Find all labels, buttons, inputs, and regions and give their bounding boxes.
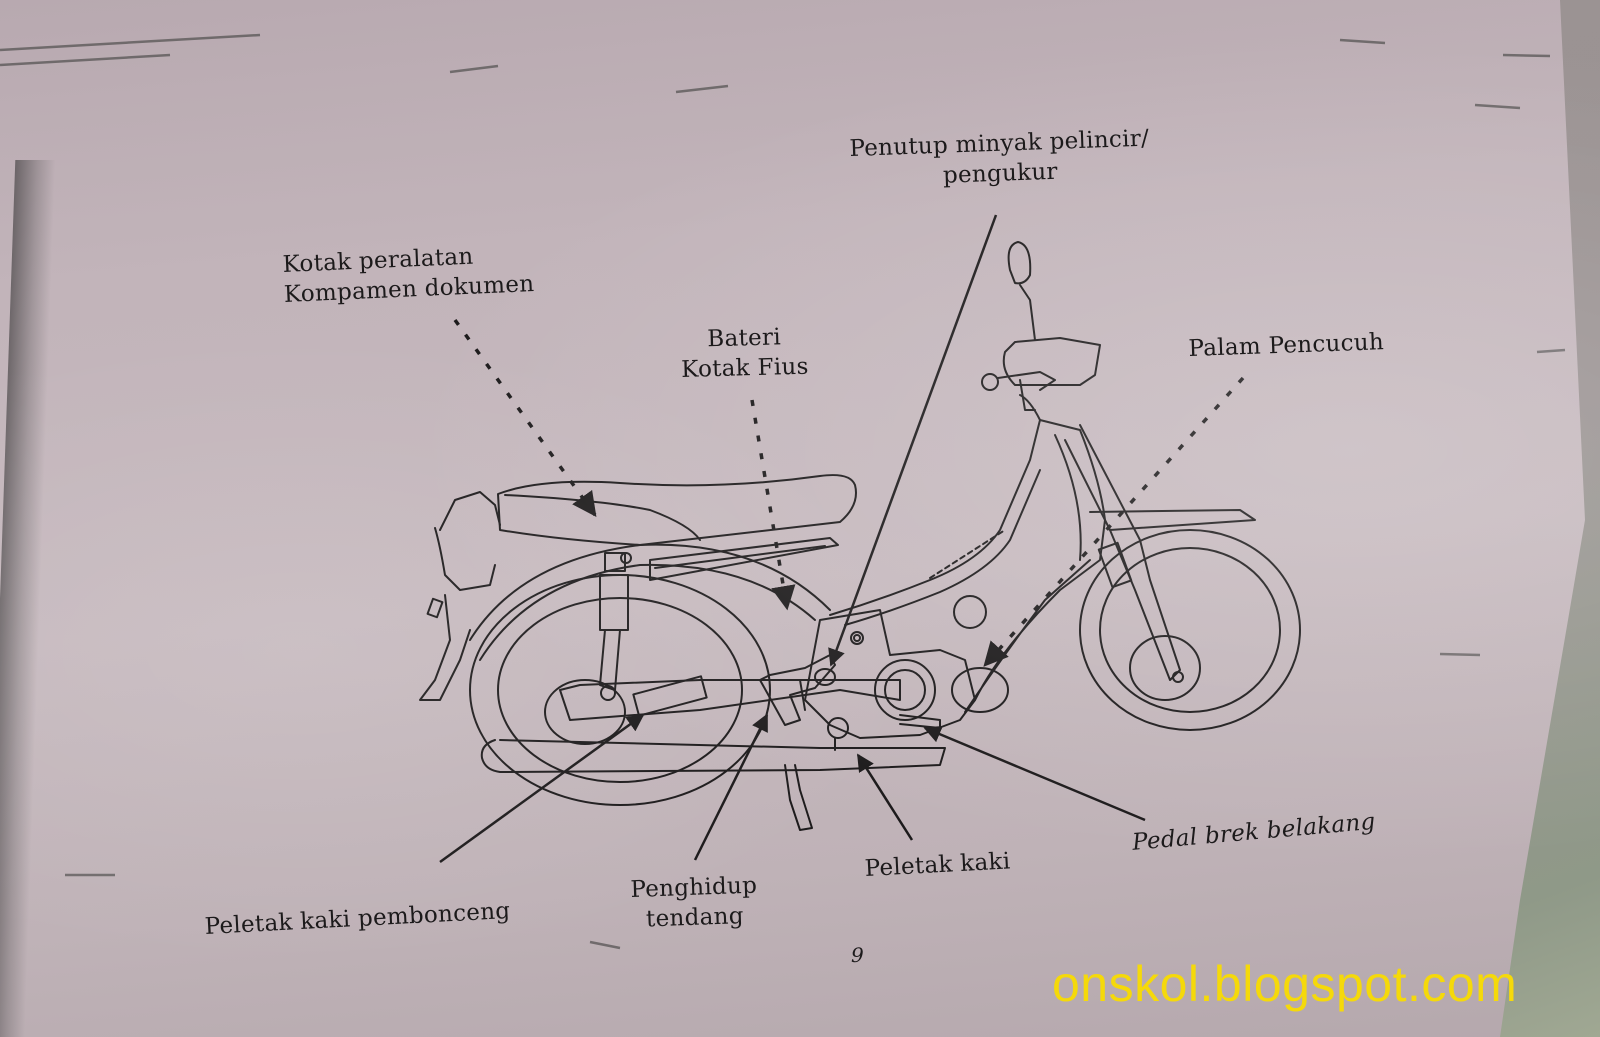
leader-rear-brake (923, 726, 1146, 822)
leader-kick-starter (693, 713, 769, 861)
scan-marks (0, 33, 1566, 950)
frame (829, 394, 1041, 616)
rear-carrier (439, 491, 501, 531)
seat (497, 474, 857, 546)
chain-cover (559, 679, 901, 721)
page-number: 9 (851, 943, 864, 967)
label-tool-box: Kotak peralatan Kompamen dokumen (282, 239, 535, 310)
footrest-bar (899, 714, 941, 729)
watermark-text: onskol.blogspot.com (1052, 956, 1518, 1012)
handlebar (981, 241, 1101, 411)
label-kick-starter-line1: Penghidup (630, 872, 758, 903)
rear-shock (599, 552, 632, 701)
leader-oil-cap (828, 214, 998, 667)
side-stand (784, 764, 813, 831)
label-battery: Bateri Kotak Fius (680, 322, 809, 385)
label-battery-line2: Kotak Fius (680, 353, 810, 383)
leader-lines (439, 214, 1245, 864)
mirror (1007, 241, 1032, 285)
kick-starter (759, 654, 836, 726)
leader-spark-plug (983, 376, 1245, 667)
front-fork (1064, 424, 1181, 681)
label-battery-line1: Bateri (706, 324, 782, 353)
muffler (480, 739, 946, 773)
label-oil-cap: Penutup minyak pelincir/ pengukur (849, 124, 1151, 194)
front-wheel (1079, 529, 1301, 731)
leader-tool-box (453, 318, 597, 517)
leader-battery (750, 399, 796, 611)
label-kick-starter-line2: tendang (645, 903, 745, 933)
leader-passenger-footrest (439, 713, 645, 864)
motorcycle-drawing (419, 241, 1301, 831)
leader-footrest (856, 753, 914, 841)
label-kick-starter: Penghidup tendang (630, 871, 759, 935)
front-fender (1089, 509, 1256, 531)
